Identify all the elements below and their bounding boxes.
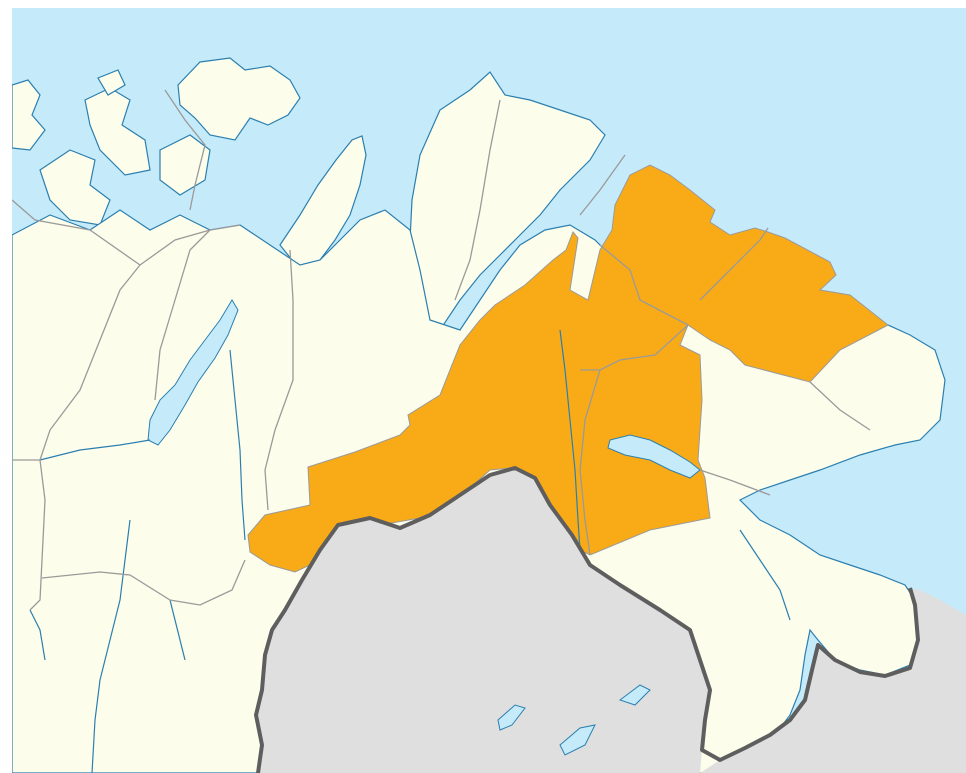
- lake-south-3: [618, 684, 651, 706]
- border-11: [699, 227, 769, 301]
- river-7: [29, 609, 46, 661]
- island-small-n: [97, 69, 126, 96]
- locator-map: [12, 8, 966, 773]
- rivers: [29, 329, 791, 773]
- lake-west-long: [147, 299, 239, 446]
- border-10: [599, 244, 689, 326]
- border-12: [580, 324, 689, 371]
- foreign-territory: [256, 468, 966, 773]
- border-9: [579, 154, 626, 216]
- border-2: [39, 264, 141, 461]
- lakes: [147, 299, 701, 756]
- island-west-3: [84, 87, 151, 176]
- border-3: [154, 229, 211, 401]
- border-6: [264, 249, 294, 511]
- river-5: [169, 599, 186, 661]
- border-8: [454, 99, 501, 301]
- border-4: [12, 459, 46, 611]
- lake-south-1: [497, 704, 526, 731]
- river-6: [739, 529, 791, 621]
- river-2: [91, 519, 131, 773]
- border-14: [699, 469, 771, 496]
- highlighted-region: [247, 164, 889, 573]
- island-northwest: [177, 57, 301, 141]
- island-west-1: [12, 79, 46, 151]
- map-canvas: [12, 8, 966, 773]
- river-4: [229, 349, 246, 541]
- island-west-2: [39, 149, 111, 226]
- municipal-borders: [12, 89, 871, 611]
- border-5: [41, 559, 246, 606]
- lake-fjord-orange: [607, 434, 701, 479]
- river-3: [559, 329, 581, 551]
- national-border: [254, 466, 920, 773]
- border-7: [164, 89, 206, 211]
- border-15: [579, 369, 601, 556]
- foreign-region-south: [256, 468, 710, 773]
- lake-south-2: [559, 724, 596, 756]
- island-west-4: [159, 134, 211, 196]
- foreign-region-east: [700, 588, 966, 773]
- border-13: [809, 381, 871, 431]
- river-1: [39, 439, 151, 461]
